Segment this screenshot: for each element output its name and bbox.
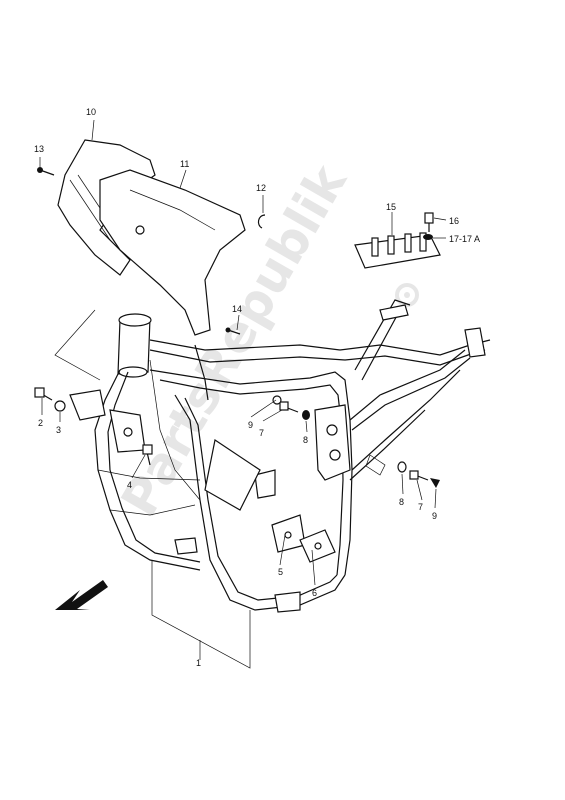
label-part-11: 11 xyxy=(180,159,189,169)
seat-bracket-part-15 xyxy=(354,232,441,269)
label-part-7-right: 7 xyxy=(418,502,423,512)
main-frame xyxy=(69,299,491,613)
label-part-2: 2 xyxy=(38,418,43,428)
arrow-down-left-icon xyxy=(55,580,108,610)
label-part-3: 3 xyxy=(56,425,61,435)
label-part-5: 5 xyxy=(278,567,283,577)
label-part-13: 13 xyxy=(34,144,44,154)
label-part-10: 10 xyxy=(86,107,96,117)
label-part-12: 12 xyxy=(256,183,266,193)
part-labels: 1 2 3 4 5 6 7 7 8 8 9 9 10 11 12 13 14 1… xyxy=(34,107,480,668)
leader-lines xyxy=(39,119,447,669)
label-part-9-right: 9 xyxy=(432,511,437,521)
label-part-14: 14 xyxy=(232,304,242,314)
label-part-8-left: 8 xyxy=(303,435,308,445)
clip-part-12 xyxy=(257,214,266,229)
label-part-6: 6 xyxy=(312,588,317,598)
label-part-16: 16 xyxy=(449,216,459,226)
label-part-4: 4 xyxy=(127,480,132,490)
watermark-gear-icon xyxy=(395,283,419,307)
label-part-8-right: 8 xyxy=(399,497,404,507)
label-part-1: 1 xyxy=(196,658,201,668)
fasteners xyxy=(34,167,440,488)
label-part-15: 15 xyxy=(386,202,396,212)
label-part-17-17a: 17-17 A xyxy=(449,234,480,244)
frame-cover-part-11 xyxy=(99,169,246,336)
label-part-7-left: 7 xyxy=(259,428,264,438)
label-part-9-left: 9 xyxy=(248,420,253,430)
